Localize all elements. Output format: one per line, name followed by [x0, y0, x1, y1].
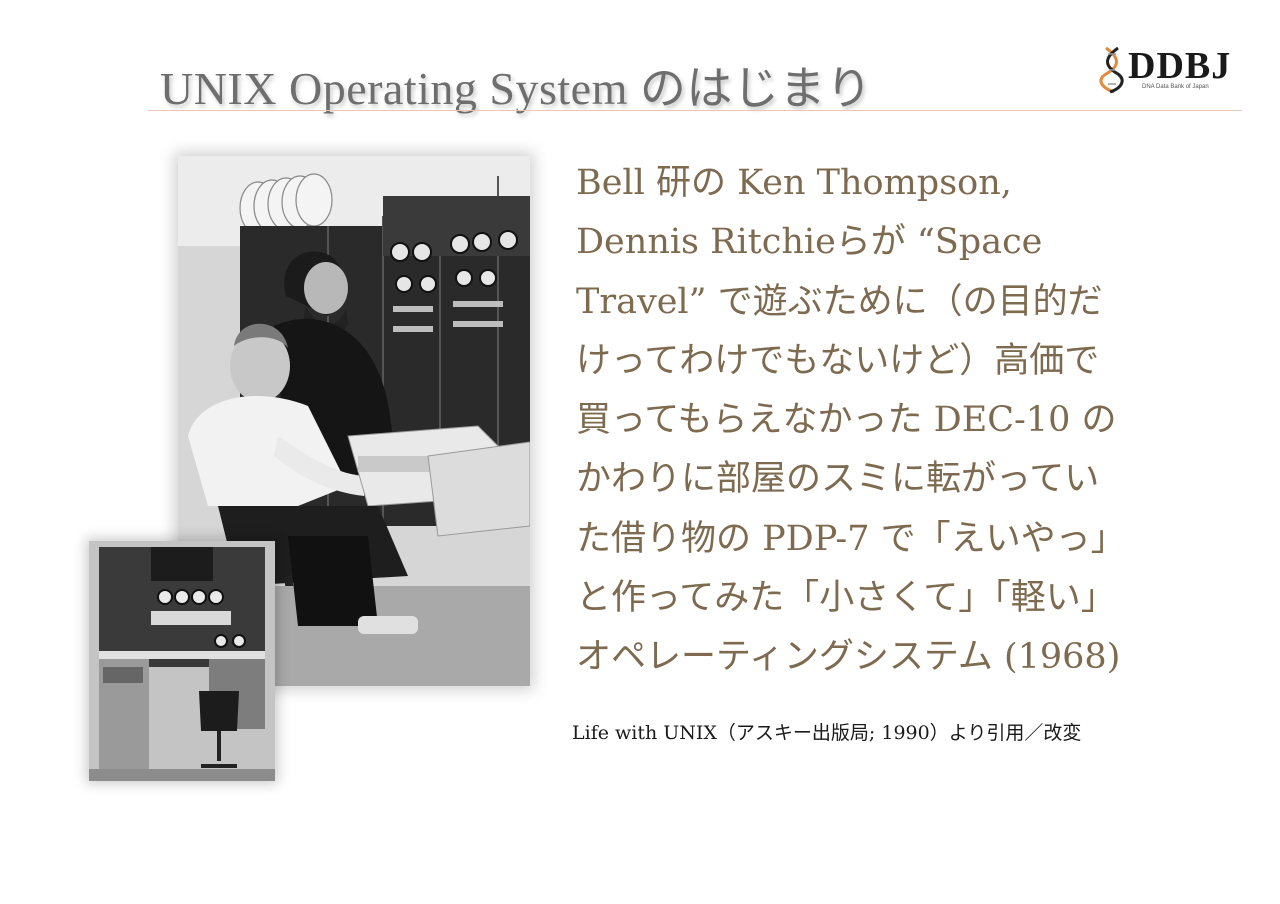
body-line: オペレーティングシステム (1968): [576, 637, 1121, 678]
body-line: Bell 研の Ken Thompson,: [576, 163, 1012, 203]
citation-caption: Life with UNIX（アスキー出版局; 1990）より引用／改変: [572, 722, 1082, 744]
body-line: た借り物の PDP-7 で「えいやっ」: [576, 518, 1126, 559]
pdp7-photo: [89, 541, 275, 781]
body-line: と作ってみた「小さくて」「軽い」: [576, 578, 1116, 619]
dna-helix-icon: [1099, 46, 1124, 94]
ddbj-logo: DDBJ DNA Data Bank of Japan: [1098, 44, 1238, 96]
body-line: 買ってもらえなかった DEC-10 の: [576, 400, 1117, 441]
title-divider: [148, 110, 1242, 111]
body-line: けってわけでもないけど）高価で: [576, 340, 1100, 381]
logo-text: DDBJ: [1128, 45, 1232, 87]
slide-title: UNIX Operating System のはじまり: [160, 63, 873, 114]
body-line: Travel” で遊ぶために（の目的だ: [576, 281, 1103, 322]
logo-subtitle: DNA Data Bank of Japan: [1142, 84, 1209, 90]
body-line: かわりに部屋のスミに転がってい: [576, 459, 1100, 500]
body-text: Bell 研の Ken Thompson, Dennis Ritchieらが “…: [576, 154, 1206, 688]
thompson-ritchie-photo: [178, 156, 530, 686]
body-line: Dennis Ritchieらが “Space: [576, 222, 1043, 263]
